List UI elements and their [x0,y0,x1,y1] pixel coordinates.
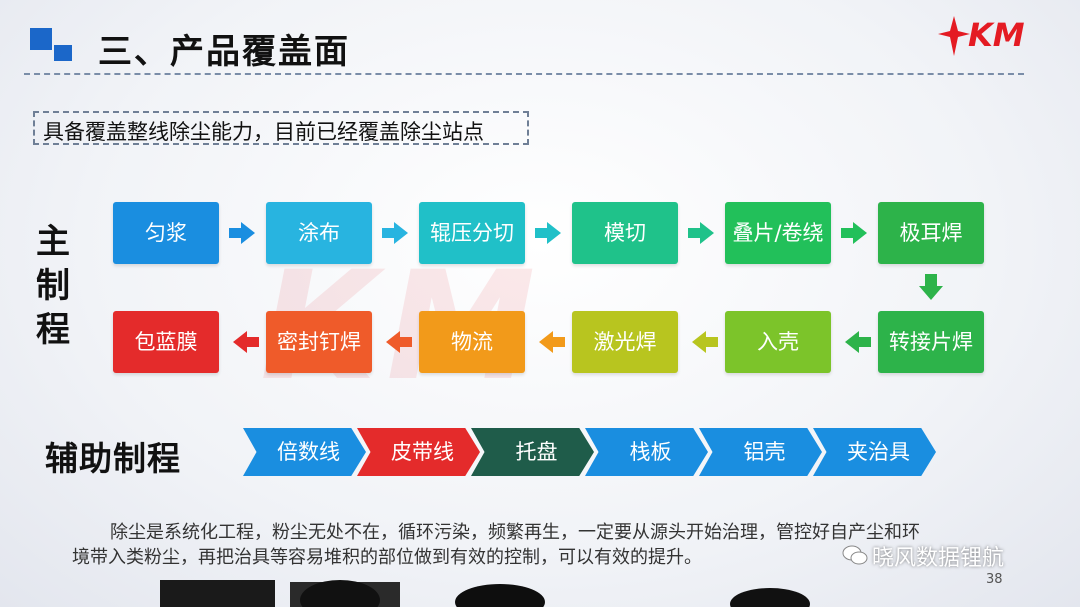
page-title: 三、产品覆盖面 [98,32,350,72]
aux-item-label: 托盘 [515,440,558,464]
process-box-tab-welding: 极耳焊 [878,202,984,264]
aux-item-label: 铝壳 [743,440,786,464]
aux-item-pallet: 栈板 [585,428,708,476]
aux-item-aluminum-case: 铝壳 [699,428,822,476]
wechat-icon [842,545,868,565]
process-box-logistics: 物流 [419,311,525,373]
arrow-right-icon [382,222,408,244]
process-box-casing: 入壳 [725,311,831,373]
arrow-left-icon [692,331,718,353]
description-line-2: 境带入类粉尘，再把治具等容易堆积的部位做到有效的控制，可以有效的提升。 [72,547,702,568]
arrow-right-icon [229,222,255,244]
arrow-right-icon [688,222,714,244]
process-box-blue-film: 包蓝膜 [113,311,219,373]
star-icon [938,16,970,56]
arrow-right-icon [535,222,561,244]
description-line-1: 除尘是系统化工程，粉尘无处不在，循环污染，频繁再生，一定要从源头开始治理，管控好… [110,522,920,543]
arrow-left-icon [845,331,871,353]
process-box-die-cut: 模切 [572,202,678,264]
process-box-rolling-slitting: 辊压分切 [419,202,525,264]
watermark-text: 晓风数据锂航 [872,546,1005,571]
arrow-left-icon [386,331,412,353]
aux-item-label: 皮带线 [391,440,454,464]
main-process-label: 主制程 [36,222,70,350]
km-logo: KM [938,14,1050,58]
process-box-adapter-weld: 转接片焊 [878,311,984,373]
aux-item-fixture: 夹治具 [813,428,936,476]
subtitle-text: 具备覆盖整线除尘能力，目前已经覆盖除尘站点 [43,120,484,144]
header-square-icon [30,28,52,50]
aux-item-multiplier-line: 倍数线 [243,428,366,476]
aux-item-label: 栈板 [629,440,672,464]
process-box-stacking-winding: 叠片/卷绕 [725,202,831,264]
aux-item-belt-line: 皮带线 [357,428,480,476]
aux-item-label: 倍数线 [277,440,340,464]
process-box-seal-pin-weld: 密封钉焊 [266,311,372,373]
logo-text: KM [968,16,1025,54]
aux-item-label: 夹治具 [847,440,910,464]
process-box-coating: 涂布 [266,202,372,264]
arrow-down-icon [919,274,943,300]
aux-item-tray: 托盘 [471,428,594,476]
arrow-left-icon [233,331,259,353]
arrow-right-icon [841,222,867,244]
process-box-laser-weld: 激光焊 [572,311,678,373]
arrow-left-icon [539,331,565,353]
page-number: 38 [986,572,1003,587]
title-divider [24,73,1024,75]
aux-process-label: 辅助制程 [45,439,181,478]
process-box-slurry: 匀浆 [113,202,219,264]
header-square-icon-small [54,45,72,61]
description: 除尘是系统化工程，粉尘无处不在，循环污染，频繁再生，一定要从源头开始治理，管控好… [72,520,1010,570]
subtitle-box: 具备覆盖整线除尘能力，目前已经覆盖除尘站点 [33,111,529,145]
audience-silhouettes [160,580,810,607]
